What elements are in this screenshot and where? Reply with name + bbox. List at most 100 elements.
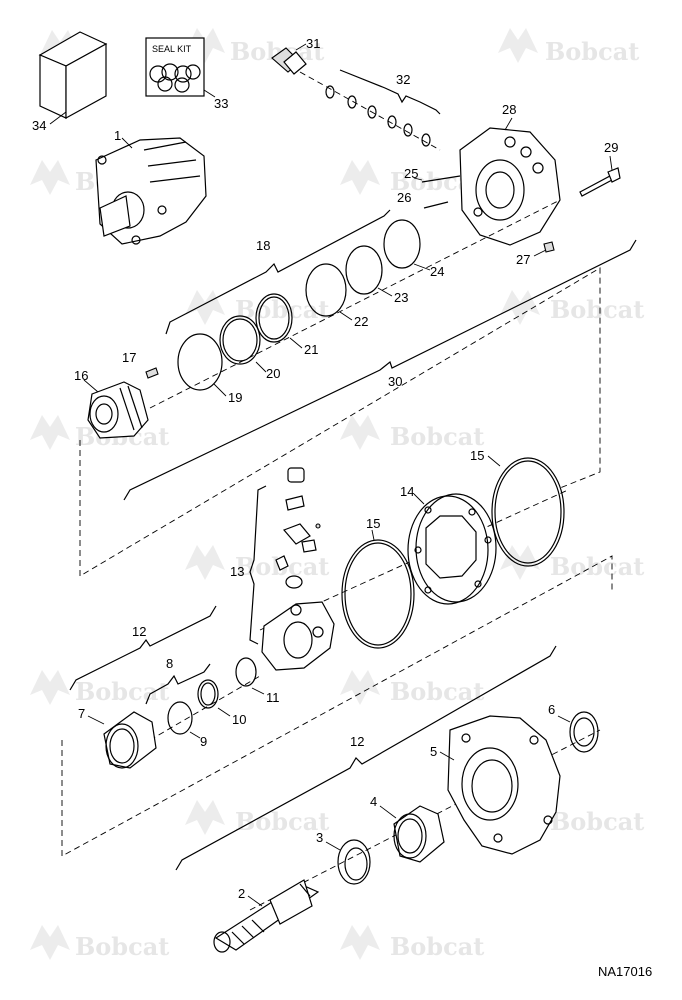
watermark-text: Bobcat: [235, 807, 329, 836]
part-10-ring: 10: [197, 679, 246, 727]
watermark: [500, 290, 540, 325]
watermark: [185, 545, 225, 580]
callout-32: 32: [396, 72, 410, 87]
part-7-bearing: 7: [78, 706, 157, 769]
part-33-seal-kit: SEAL KIT 33: [145, 37, 228, 111]
callout-7: 7: [78, 706, 85, 721]
part-31-fitting: 31: [271, 36, 441, 151]
part-4-bearing: 4: [370, 794, 445, 863]
watermark: [185, 28, 225, 63]
callout-27: 27: [516, 252, 530, 267]
callout-17: 17: [122, 350, 136, 365]
callout-21: 21: [304, 342, 318, 357]
callout-20: 20: [266, 366, 280, 381]
callout-10: 10: [232, 712, 246, 727]
part-19-ring: 19: [177, 333, 242, 405]
part-34-box: 34: [32, 31, 108, 133]
callout-15-right: 15: [470, 448, 484, 463]
watermark-text: Bobcat: [390, 677, 484, 706]
watermark: [340, 925, 380, 960]
part-27-plug: 27: [516, 241, 555, 267]
watermark: [340, 670, 380, 705]
watermark: [340, 415, 380, 450]
part-1-motor-assembly: 1: [95, 128, 207, 245]
watermark-text: Bobcat: [390, 932, 484, 961]
part-25-pin: 25: [404, 166, 461, 183]
callout-12-lower: 12: [350, 734, 364, 749]
part-9-ring: 9: [167, 701, 207, 749]
brace-30: [123, 239, 637, 501]
callout-2: 2: [238, 886, 245, 901]
callout-19: 19: [228, 390, 242, 405]
watermark-text: Bobcat: [550, 807, 644, 836]
callout-23: 23: [394, 290, 408, 305]
watermark: [498, 28, 538, 63]
callout-33: 33: [214, 96, 228, 111]
brace-13: [249, 485, 267, 645]
callout-8: 8: [166, 656, 173, 671]
part-14-stator: 14: [400, 484, 497, 605]
watermark: [340, 160, 380, 195]
part-17-pin: 17: [122, 350, 159, 379]
watermark-text: Bobcat: [550, 295, 644, 324]
callout-3: 3: [316, 830, 323, 845]
part-21-ring: 21: [255, 293, 318, 357]
callout-26: 26: [397, 190, 411, 205]
callout-25: 25: [404, 166, 418, 181]
part-15-ring-left: 15: [341, 516, 415, 649]
callout-16: 16: [74, 368, 88, 383]
watermark: [30, 670, 70, 705]
watermark: [30, 160, 70, 195]
part-5-flange-housing: 5: [430, 715, 561, 855]
callout-4: 4: [370, 794, 377, 809]
brace-8: [145, 663, 211, 705]
part-32-orings: 32: [325, 69, 441, 147]
watermark-text: Bobcat: [75, 932, 169, 961]
brace-12-lower: [175, 645, 557, 871]
callout-11: 11: [266, 690, 280, 705]
watermark: [30, 925, 70, 960]
part-11-snap-ring: 11: [235, 657, 280, 705]
callout-14: 14: [400, 484, 414, 499]
callout-9: 9: [200, 734, 207, 749]
part-29-bolt: 29: [579, 140, 621, 197]
seal-kit-label: SEAL KIT: [152, 44, 192, 54]
callout-34: 34: [32, 118, 46, 133]
part-26-pin: 26: [397, 190, 449, 209]
part-3-seal: 3: [316, 830, 371, 885]
part-13-piston-group: 13: [230, 467, 335, 671]
callout-22: 22: [354, 314, 368, 329]
callout-1: 1: [114, 128, 121, 143]
part-16-valve: 16: [74, 368, 149, 439]
watermark: [185, 800, 225, 835]
axis-line-upper: [149, 199, 561, 409]
axis-line-shaft: [249, 729, 601, 911]
callout-28: 28: [502, 102, 516, 117]
callout-12-upper: 12: [132, 624, 146, 639]
callout-18: 18: [256, 238, 270, 253]
part-15-ring-right: 15: [470, 448, 565, 567]
callout-31: 31: [306, 36, 320, 51]
dashed-bracket-upper: [79, 267, 601, 577]
watermark-text: Bobcat: [235, 295, 329, 324]
part-22-ring: 22: [305, 263, 368, 329]
callout-24: 24: [430, 264, 444, 279]
drawing-reference-id: NA17016: [598, 964, 652, 979]
callout-30: 30: [388, 374, 402, 389]
part-20-ring: 20: [219, 315, 280, 381]
callout-29: 29: [604, 140, 618, 155]
watermark-text: Bobcat: [545, 37, 639, 66]
callout-6: 6: [548, 702, 555, 717]
part-28-housing: 28: [459, 102, 561, 246]
callout-15-left: 15: [366, 516, 380, 531]
callout-5: 5: [430, 744, 437, 759]
callout-13: 13: [230, 564, 244, 579]
brace-12-upper: [69, 605, 217, 691]
part-6-seal: 6: [548, 702, 599, 753]
axis-line-middle: [259, 489, 569, 631]
watermark: [30, 415, 70, 450]
part-2-shaft: 2: [213, 879, 320, 953]
watermark: [500, 545, 540, 580]
